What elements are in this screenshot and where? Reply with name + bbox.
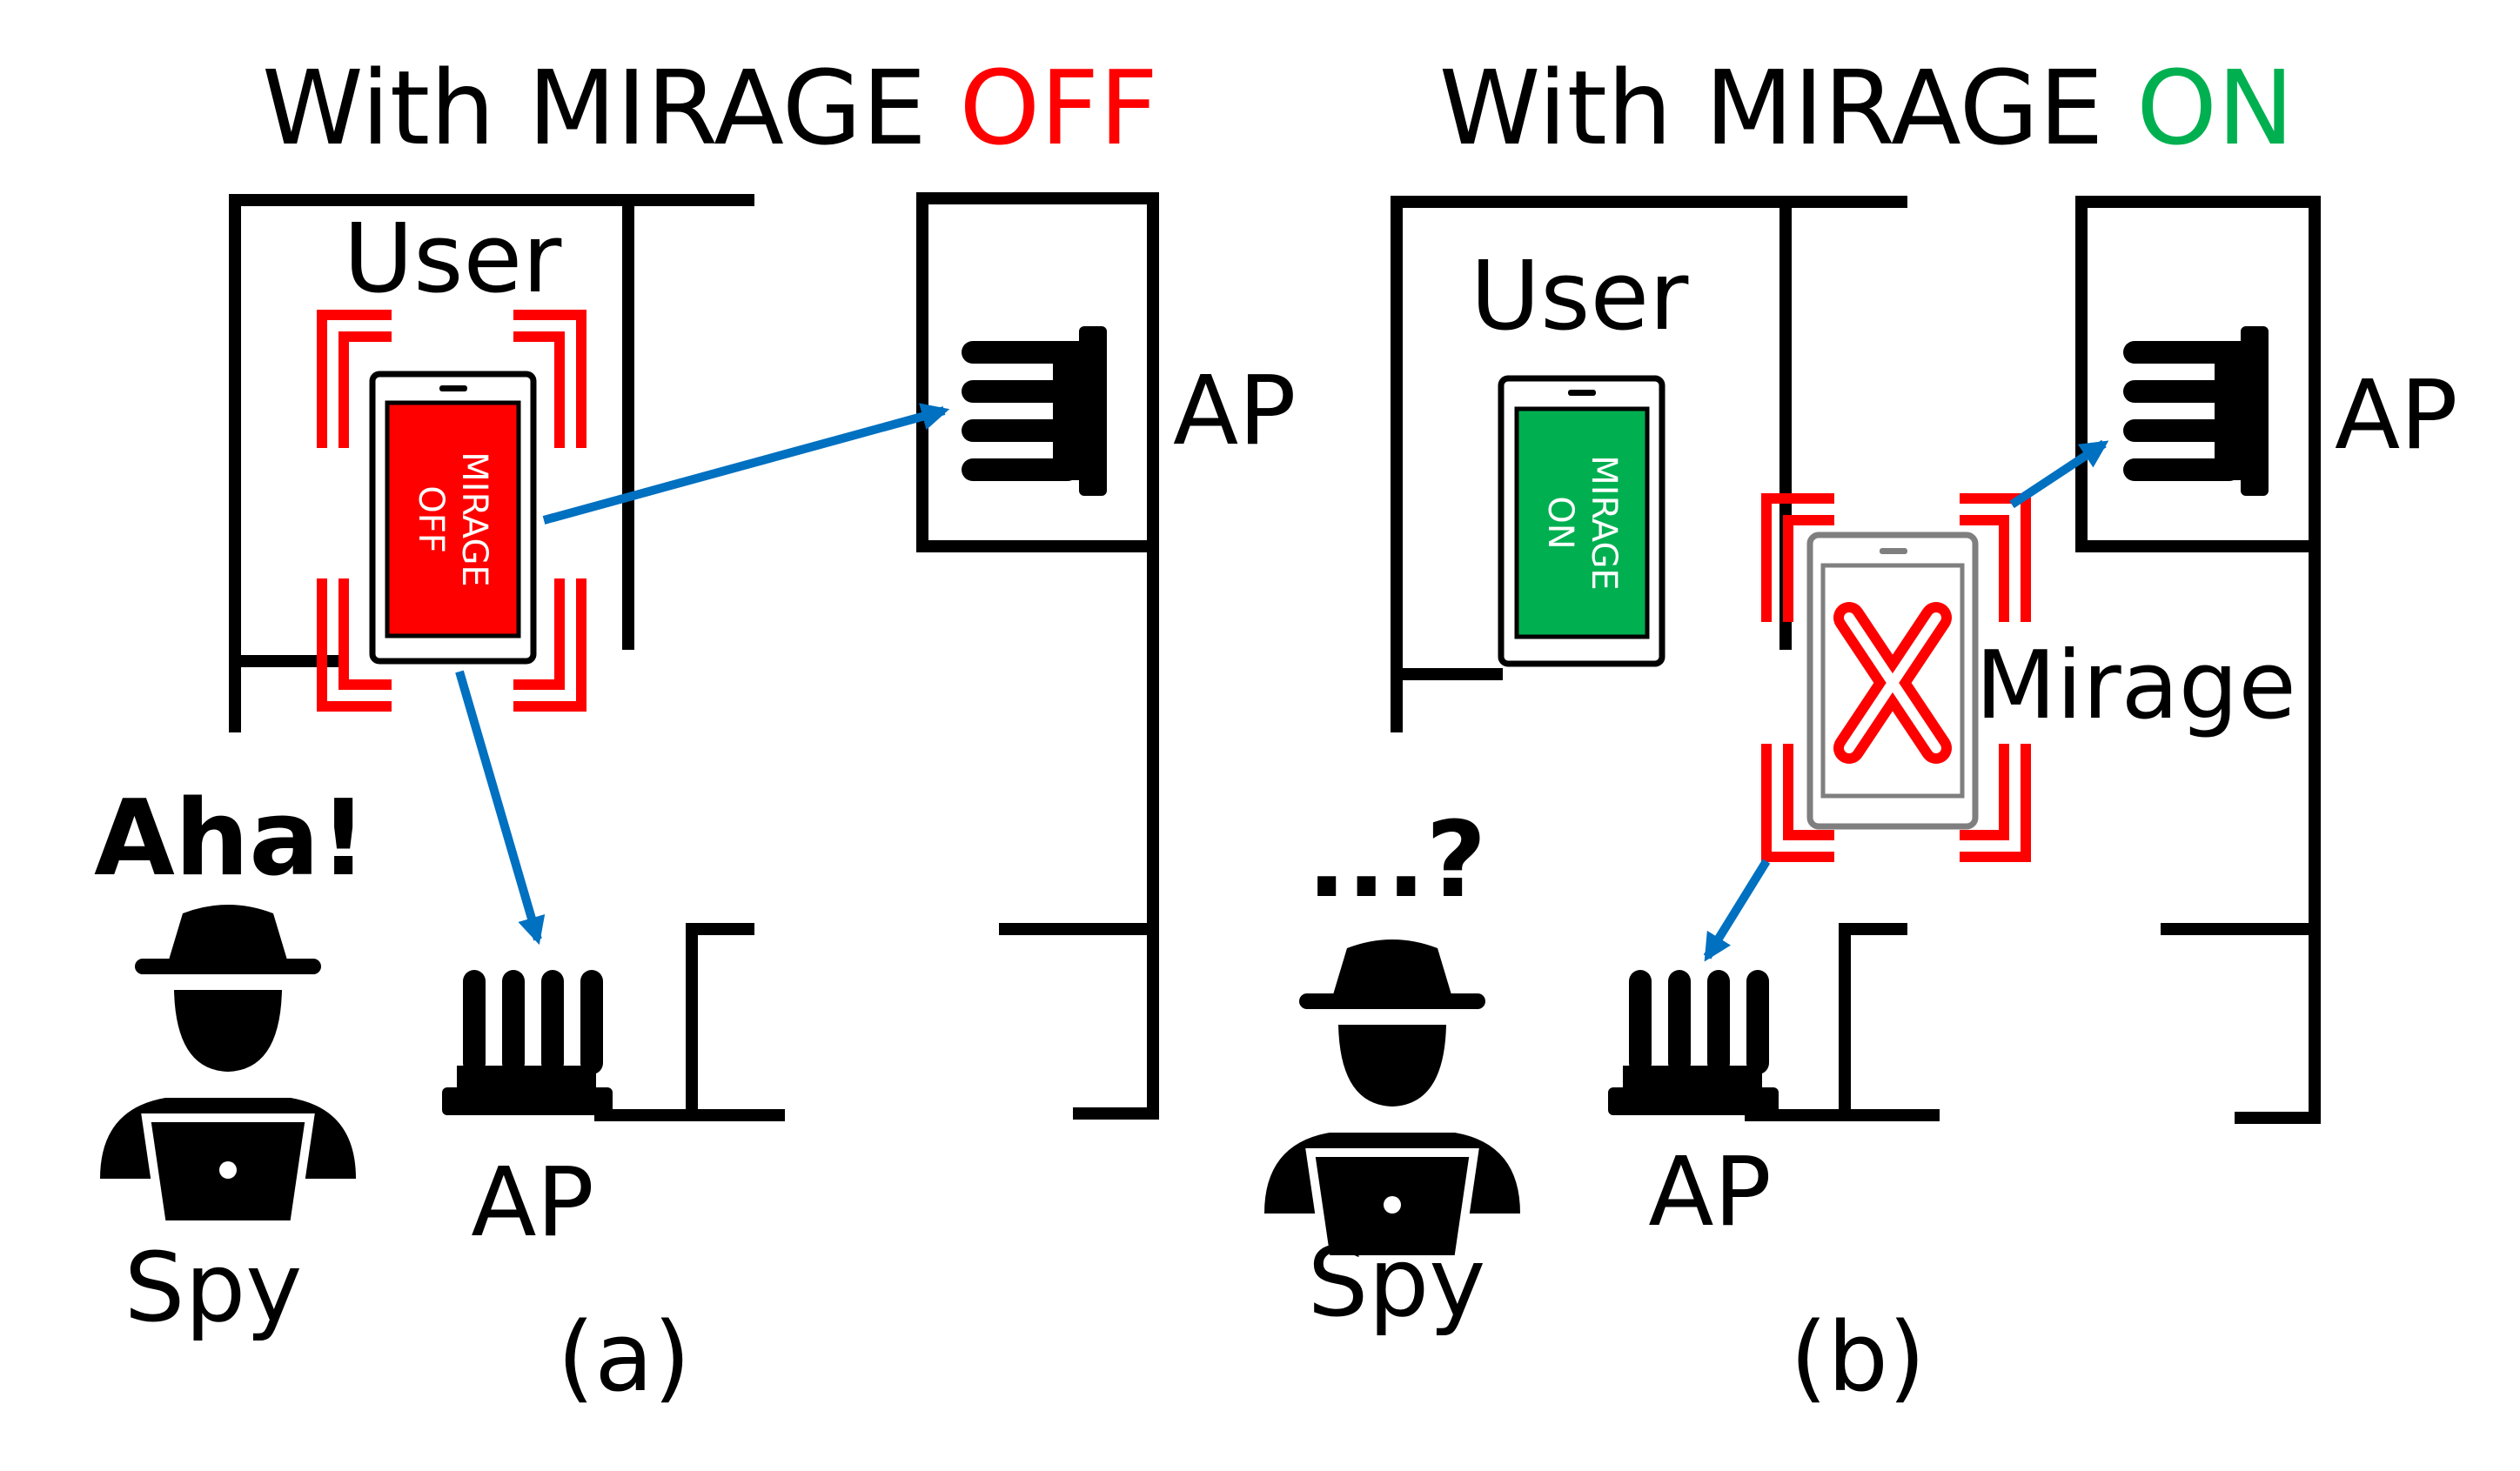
panel-b-spy-icon bbox=[1264, 939, 1520, 1264]
panel-b-detection-brackets bbox=[1761, 493, 2031, 862]
panel-b: With MIRAGE ON User MIRAGE ON bbox=[1264, 48, 2458, 1413]
panel-a-caption: (a) bbox=[557, 1301, 690, 1413]
panel-a-arrow-to-ap-bottom bbox=[455, 670, 546, 946]
panel-b-spy-label: Spy bbox=[1308, 1227, 1486, 1338]
room-b-right-upper bbox=[2075, 196, 2321, 1124]
panel-b-mirage-decoy bbox=[1806, 532, 1979, 830]
room-bottom-bracket bbox=[686, 923, 785, 1121]
panel-a-title-state: OFF bbox=[959, 48, 1158, 168]
panel-a-spy-icon bbox=[100, 905, 356, 1229]
panel-a-ap-right-icon bbox=[962, 326, 1107, 496]
panel-b-user-label: User bbox=[1471, 240, 1689, 351]
panel-b-phone-text-2: ON bbox=[1540, 496, 1580, 549]
panel-a-title-prefix: With MIRAGE bbox=[262, 48, 959, 168]
panel-a-walls bbox=[229, 192, 1159, 1121]
panel-b-user-phone: MIRAGE ON bbox=[1498, 375, 1665, 667]
panel-a-title: With MIRAGE OFF bbox=[262, 48, 1158, 168]
panel-a-ap-right-label: AP bbox=[1173, 355, 1297, 466]
panel-a: With MIRAGE OFF User bbox=[94, 48, 1297, 1413]
panel-b-ap-bottom-icon bbox=[1608, 970, 1779, 1115]
panel-a-user-phone: MIRAGE OFF bbox=[369, 371, 537, 665]
panel-b-mirage-label: Mirage bbox=[1975, 632, 2296, 740]
panel-b-title: With MIRAGE ON bbox=[1439, 48, 2295, 168]
panel-a-phone-text-1: MIRAGE bbox=[454, 451, 494, 586]
panel-b-caption: (b) bbox=[1790, 1301, 1926, 1413]
room-right-ap-shelf bbox=[916, 316, 1159, 552]
panel-a-user-label: User bbox=[344, 203, 562, 314]
panel-a-ap-bottom-icon bbox=[442, 970, 613, 1115]
room-right-upper bbox=[916, 192, 1159, 1120]
panel-a-ap-bottom-label: AP bbox=[471, 1147, 594, 1258]
panel-a-spy-label: Spy bbox=[124, 1232, 303, 1343]
panel-a-detection-brackets bbox=[317, 310, 586, 712]
panel-b-arrow-to-ap-right bbox=[2009, 439, 2109, 509]
panel-a-arrow-to-ap-right bbox=[542, 403, 950, 525]
panel-b-ap-right-label: AP bbox=[2335, 359, 2458, 471]
panel-b-arrow-to-ap-bottom bbox=[1703, 859, 1771, 962]
room-b-left-outline bbox=[1391, 196, 1907, 732]
panel-b-ap-right-icon bbox=[2123, 326, 2269, 496]
room-b-bottom-bracket bbox=[1839, 923, 1940, 1121]
panel-b-question: ...? bbox=[1307, 800, 1486, 921]
panel-b-phone-text-1: MIRAGE bbox=[1584, 455, 1624, 590]
panel-b-title-state: ON bbox=[2136, 48, 2294, 168]
panel-a-phone-text-2: OFF bbox=[411, 485, 451, 553]
panel-b-title-prefix: With MIRAGE bbox=[1439, 48, 2136, 168]
room-left-outline bbox=[229, 194, 754, 732]
room-b-right-ap-shelf bbox=[2075, 316, 2321, 552]
panel-a-exclaim: Aha! bbox=[94, 779, 367, 899]
panel-b-ap-bottom-label: AP bbox=[1648, 1136, 1772, 1247]
